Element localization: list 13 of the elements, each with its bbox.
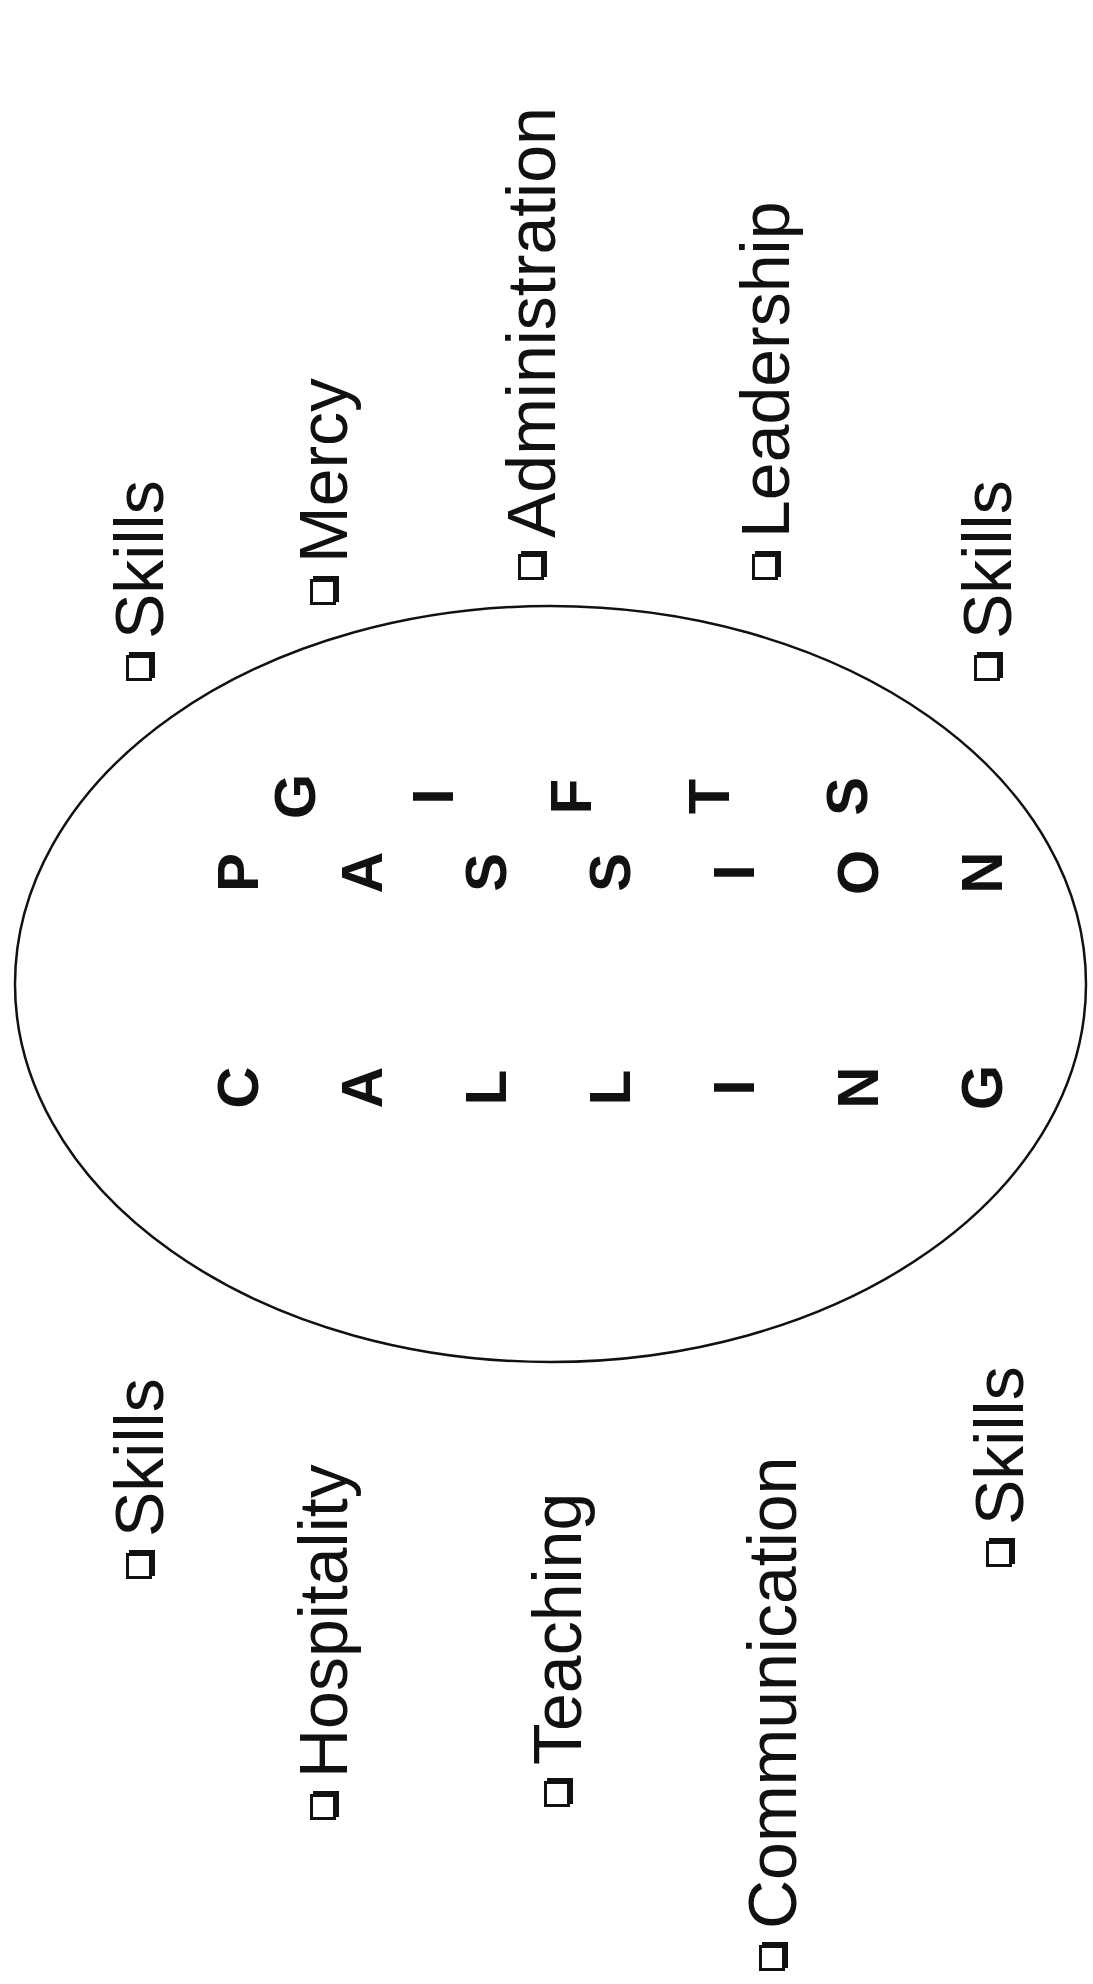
list-item-text: Skills [960, 1366, 1038, 1525]
list-item-text: Administration [492, 107, 570, 538]
list-item-text: Skills [948, 480, 1026, 639]
list-item-text: Teaching [518, 1492, 596, 1765]
vertical-word: PASSION [205, 843, 1073, 903]
list-item-text: Communication [733, 1456, 811, 1929]
list-item-text: Mercy [284, 377, 362, 563]
list-item-text: Skills [100, 480, 178, 639]
vertical-word: GIFTS [262, 767, 952, 827]
list-item-text: Hospitality [284, 1464, 362, 1778]
vertical-word: CALLING [205, 1058, 1073, 1118]
list-item-text: Skills [100, 1378, 178, 1537]
list-item-text: Leadership [726, 201, 804, 538]
